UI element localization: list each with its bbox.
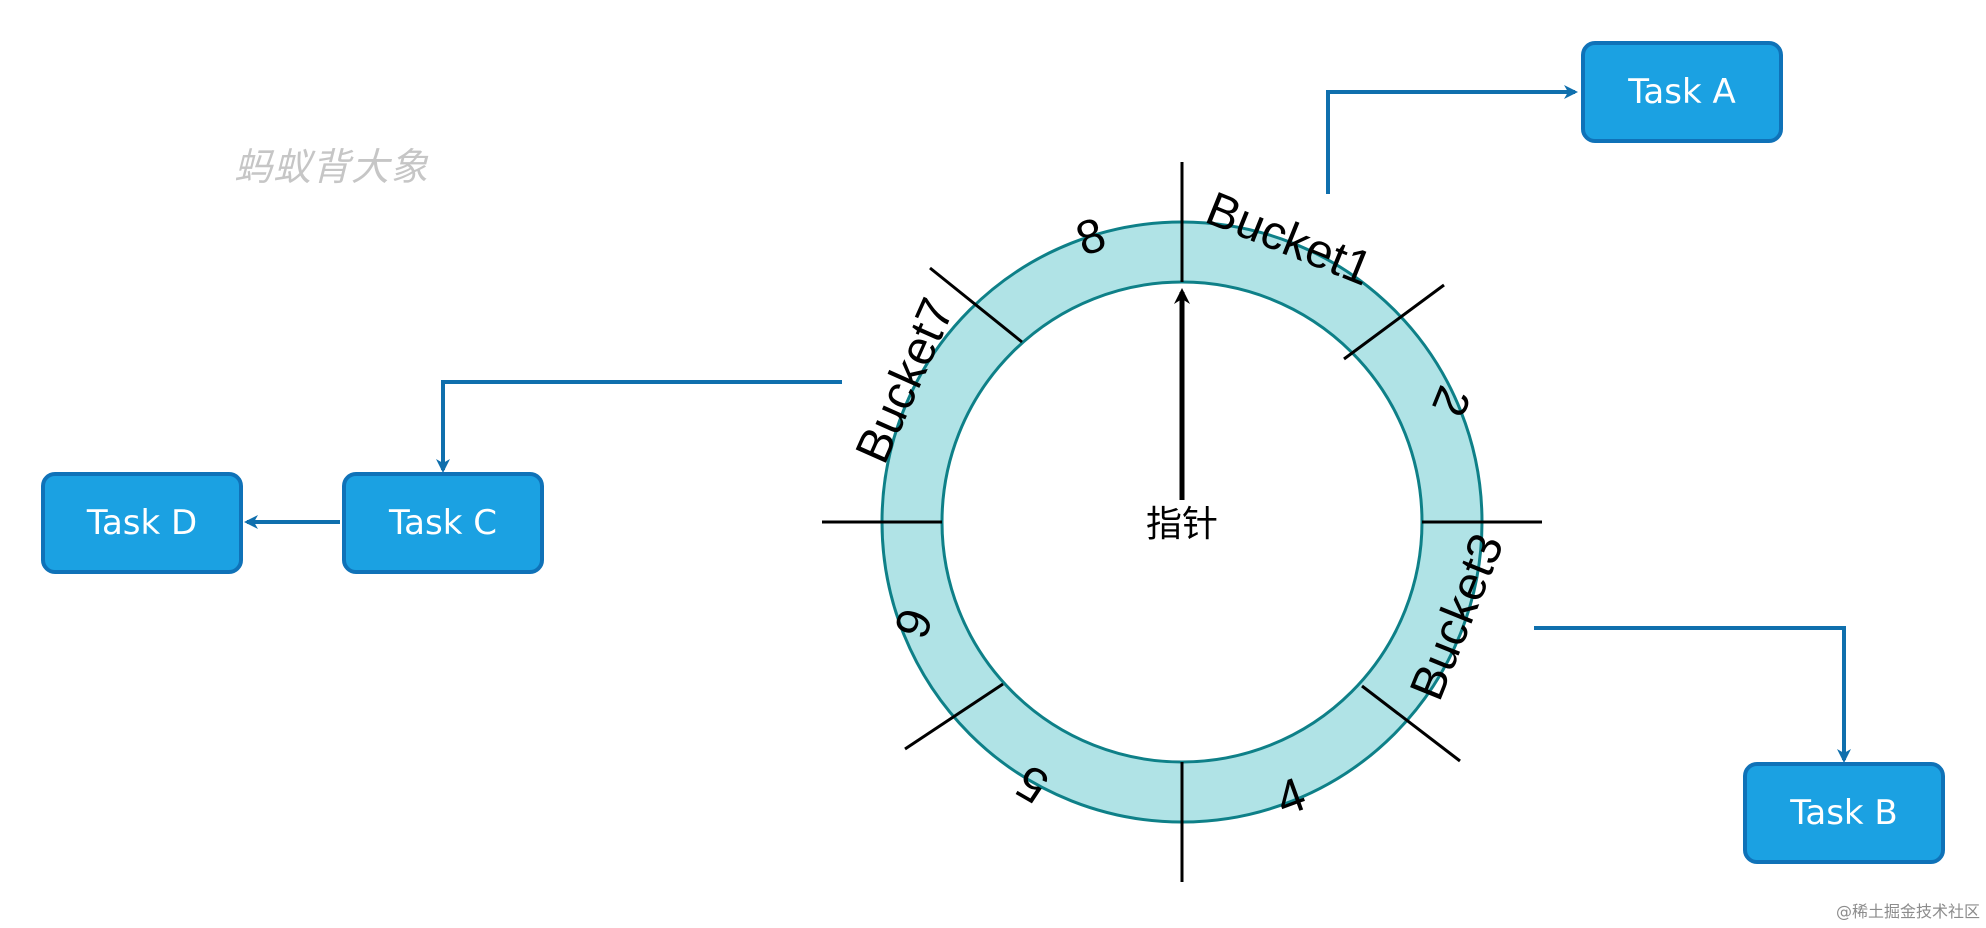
connector-bucket7-to-task-c bbox=[436, 380, 842, 473]
connector-bucket1-to-task-a bbox=[1326, 85, 1578, 194]
watermark-text: 蚂蚁背大象 bbox=[234, 145, 430, 189]
task-b-label: Task B bbox=[1790, 793, 1898, 833]
divider-4 bbox=[1361, 684, 1461, 763]
connector-bucket3-to-task-b bbox=[1534, 626, 1851, 763]
divider-6 bbox=[904, 682, 1004, 751]
task-b-box: Task B bbox=[1743, 762, 1945, 864]
task-a-box: Task A bbox=[1581, 41, 1783, 143]
divider-8 bbox=[929, 266, 1023, 344]
divider-2 bbox=[1343, 283, 1445, 361]
pointer-label: 指针 bbox=[1146, 504, 1218, 545]
task-c-label: Task C bbox=[389, 503, 497, 543]
task-c-box: Task C bbox=[342, 472, 544, 574]
segment-dividers bbox=[822, 162, 1542, 882]
task-a-label: Task A bbox=[1628, 72, 1736, 112]
task-d-box: Task D bbox=[41, 472, 243, 574]
task-d-label: Task D bbox=[86, 503, 198, 543]
source-credit: @稀土掘金技术社区 bbox=[1835, 902, 1980, 921]
